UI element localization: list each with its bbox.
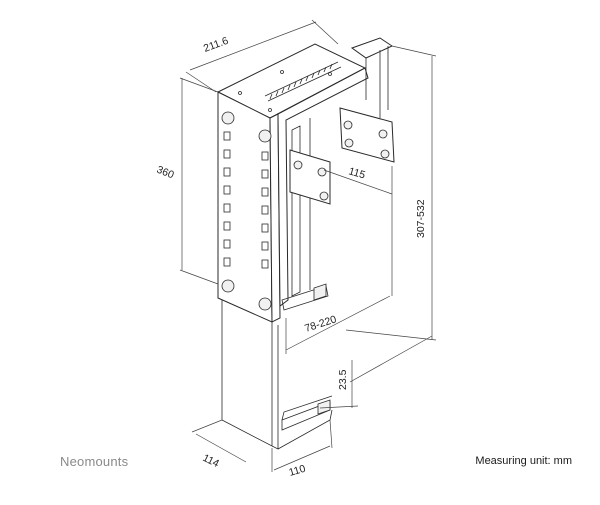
dimension-base-width: 110 — [271, 419, 333, 479]
extension-column — [221, 298, 333, 450]
dimension-bracket: 115 — [323, 165, 393, 296]
dimension-foot-height-label: 23.5 — [337, 369, 349, 390]
main-housing — [216, 43, 369, 323]
top-vent-slots — [269, 63, 333, 100]
dimension-base-depth-label: 114 — [201, 452, 221, 470]
brand-logo-text: Neomounts — [60, 454, 129, 469]
dimension-depth-label: 211.6 — [202, 35, 230, 55]
dimension-total-height-label: 307-532 — [415, 199, 427, 238]
front-slot-column — [221, 111, 272, 311]
dimension-height-label: 360 — [155, 164, 176, 182]
dimension-base-width-label: 110 — [288, 463, 308, 479]
dimension-bracket-label: 115 — [347, 165, 367, 181]
measuring-unit-note: Measuring unit: mm — [475, 455, 572, 467]
dimension-base-depth: 114 — [191, 419, 247, 470]
dimension-foot-height: 23.5 — [319, 335, 433, 409]
dimension-height: 360 — [155, 77, 219, 285]
rear-bracket — [281, 37, 395, 311]
dimension-total-height: 307-532 — [345, 45, 437, 341]
